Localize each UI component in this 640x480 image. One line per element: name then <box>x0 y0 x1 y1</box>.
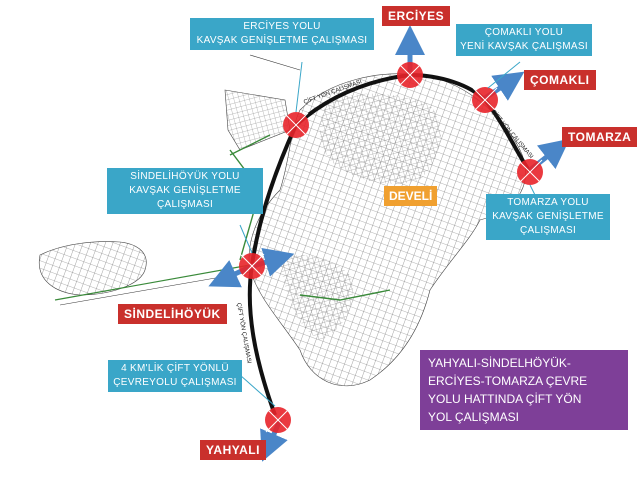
city-label-develi: DEVELİ <box>384 186 438 206</box>
junction-comakli <box>472 87 498 113</box>
destination-sindelihoyuk: SİNDELİHÖYÜK <box>118 304 227 324</box>
junctions <box>239 62 543 433</box>
urban-area <box>248 73 526 387</box>
junction-northwest <box>283 112 309 138</box>
northwest-parcels <box>224 54 301 151</box>
callout-comakli-junction: ÇOMAKLI YOLU YENİ KAVŞAK ÇALIŞMASI <box>456 24 592 56</box>
callout-line: KAVŞAK GENİŞLETME <box>492 211 604 222</box>
callout-line: ÇOMAKLI YOLU <box>484 27 564 38</box>
callout-line: YENİ KAVŞAK ÇALIŞMASI <box>460 41 588 52</box>
destination-erciyes: ERCİYES <box>382 6 451 26</box>
junction-yahyali <box>265 407 291 433</box>
summary-line: ERCİYES-TOMARZA ÇEVRE <box>428 374 588 388</box>
callout-sindelihoyuk-junction: SİNDELİHÖYÜK YOLU KAVŞAK GENİŞLETME ÇALI… <box>107 168 263 214</box>
summary-line: YOL ÇALIŞMASI <box>428 410 519 424</box>
summary-line: YAHYALI-SİNDELHÖYÜK- <box>428 356 571 370</box>
summary-box: YAHYALI-SİNDELHÖYÜK- ERCİYES-TOMARZA ÇEV… <box>420 350 628 430</box>
summary-line: YOLU HATTINDA ÇİFT YÖN <box>428 392 582 406</box>
junction-tomarza <box>517 159 543 185</box>
junction-erciyes <box>397 62 423 88</box>
callout-line: ÇALIŞMASI <box>519 225 577 236</box>
callout-line: KAVŞAK GENİŞLETME <box>129 185 241 196</box>
callout-erciyes-junction: ERCİYES YOLU KAVŞAK GENİŞLETME ÇALIŞMASI <box>190 18 374 50</box>
destination-yahyali: YAHYALI <box>200 440 266 460</box>
callout-ring-road: 4 KM'LİK ÇİFT YÖNLÜ ÇEVREYOLU ÇALIŞMASI <box>108 360 242 392</box>
destination-tomarza: TOMARZA <box>562 127 638 147</box>
callout-line: ÇALIŞMASI <box>156 199 214 210</box>
callout-line: 4 KM'LİK ÇİFT YÖNLÜ <box>121 363 229 374</box>
western-district <box>38 241 251 306</box>
junction-sindelihoyuk <box>239 253 265 279</box>
callout-line: SİNDELİHÖYÜK YOLU <box>130 171 240 182</box>
callout-line: KAVŞAK GENİŞLETME ÇALIŞMASI <box>196 35 368 46</box>
callout-tomarza-junction: TOMARZA YOLU KAVŞAK GENİŞLETME ÇALIŞMASI <box>486 194 610 240</box>
callout-line: TOMARZA YOLU <box>507 197 589 208</box>
destination-comakli: ÇOMAKLI <box>524 70 596 90</box>
callout-line: ERCİYES YOLU <box>243 21 321 32</box>
callout-line: ÇEVREYOLU ÇALIŞMASI <box>113 377 237 388</box>
callout-connectors <box>239 61 536 407</box>
